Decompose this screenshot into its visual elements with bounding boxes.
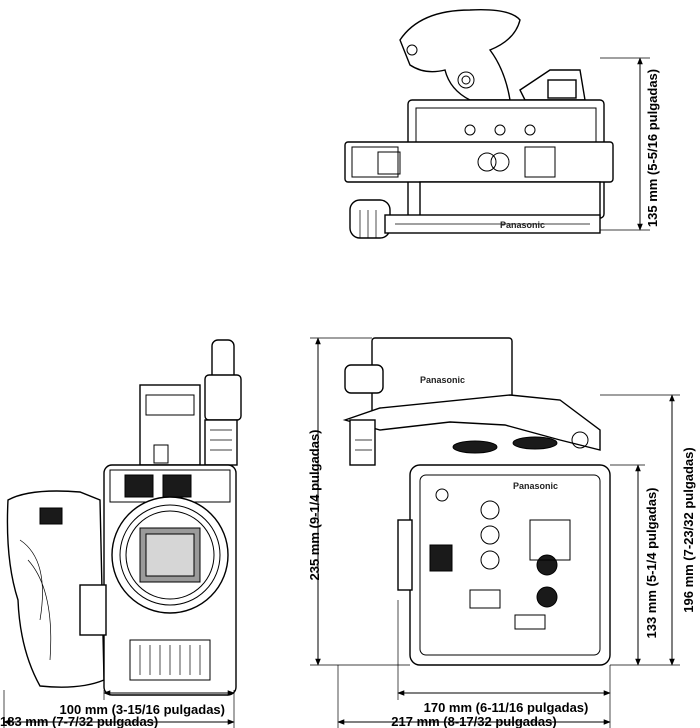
side-view-camera-drawing: Panasonic Panasonic [342,337,611,666]
dim-front-total-width [3,690,235,728]
dim-label-front-total-width: 183 mm (7-7/32 pulgadas) [0,714,158,728]
dim-side-total-depth [337,665,611,728]
dim-label-front-body-width: 100 mm (3-15/16 pulgadas) [60,702,225,717]
front-view-camera-drawing [6,339,242,696]
dim-label-side-body-depth: 170 mm (6-11/16 pulgadas) [424,700,589,715]
dim-side-total-height: 235 mm (9-1/4 pulgadas) [307,337,410,666]
dim-front-body-width: 100 mm (3-15/16 pulgadas) [60,690,235,717]
top-view-camera-drawing: Panasonic [344,9,614,239]
brand-logo: Panasonic [420,375,465,385]
svg-text:Panasonic: Panasonic [500,220,545,230]
dim-label-top-height: 135 mm (5-5/16 pulgadas) [645,69,660,227]
dim-top-view-height: 135 mm (5-5/16 pulgadas) [600,57,660,231]
dim-side-body-height: 133 mm (5-1/4 pulgadas) [610,464,659,666]
side-brand-logo: Panasonic [513,481,558,491]
dim-label-side-total-height: 235 mm (9-1/4 pulgadas) [307,430,322,581]
dim-label-side-handle-height: 196 mm (7-23/32 pulgadas) [681,447,696,612]
dim-label-side-body-height: 133 mm (5-1/4 pulgadas) [644,488,659,639]
dim-label-side-total-depth: 217 mm (8-17/32 pulgadas) [391,714,556,728]
dim-side-handle-height: 196 mm (7-23/32 pulgadas) [600,394,696,666]
dim-side-body-depth: 170 mm (6-11/16 pulgadas) [397,600,611,715]
